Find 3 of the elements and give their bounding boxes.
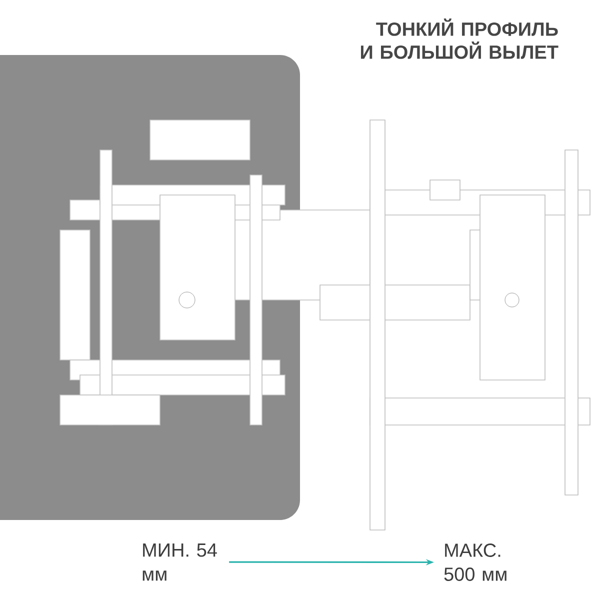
title: ТОНКИЙ ПРОФИЛЬ И БОЛЬШОЙ ВЫЛЕТ bbox=[361, 18, 558, 59]
measure-label: МИН. 54 мм bbox=[142, 544, 217, 581]
measure-label: МАКС. 500 мм bbox=[444, 544, 506, 581]
